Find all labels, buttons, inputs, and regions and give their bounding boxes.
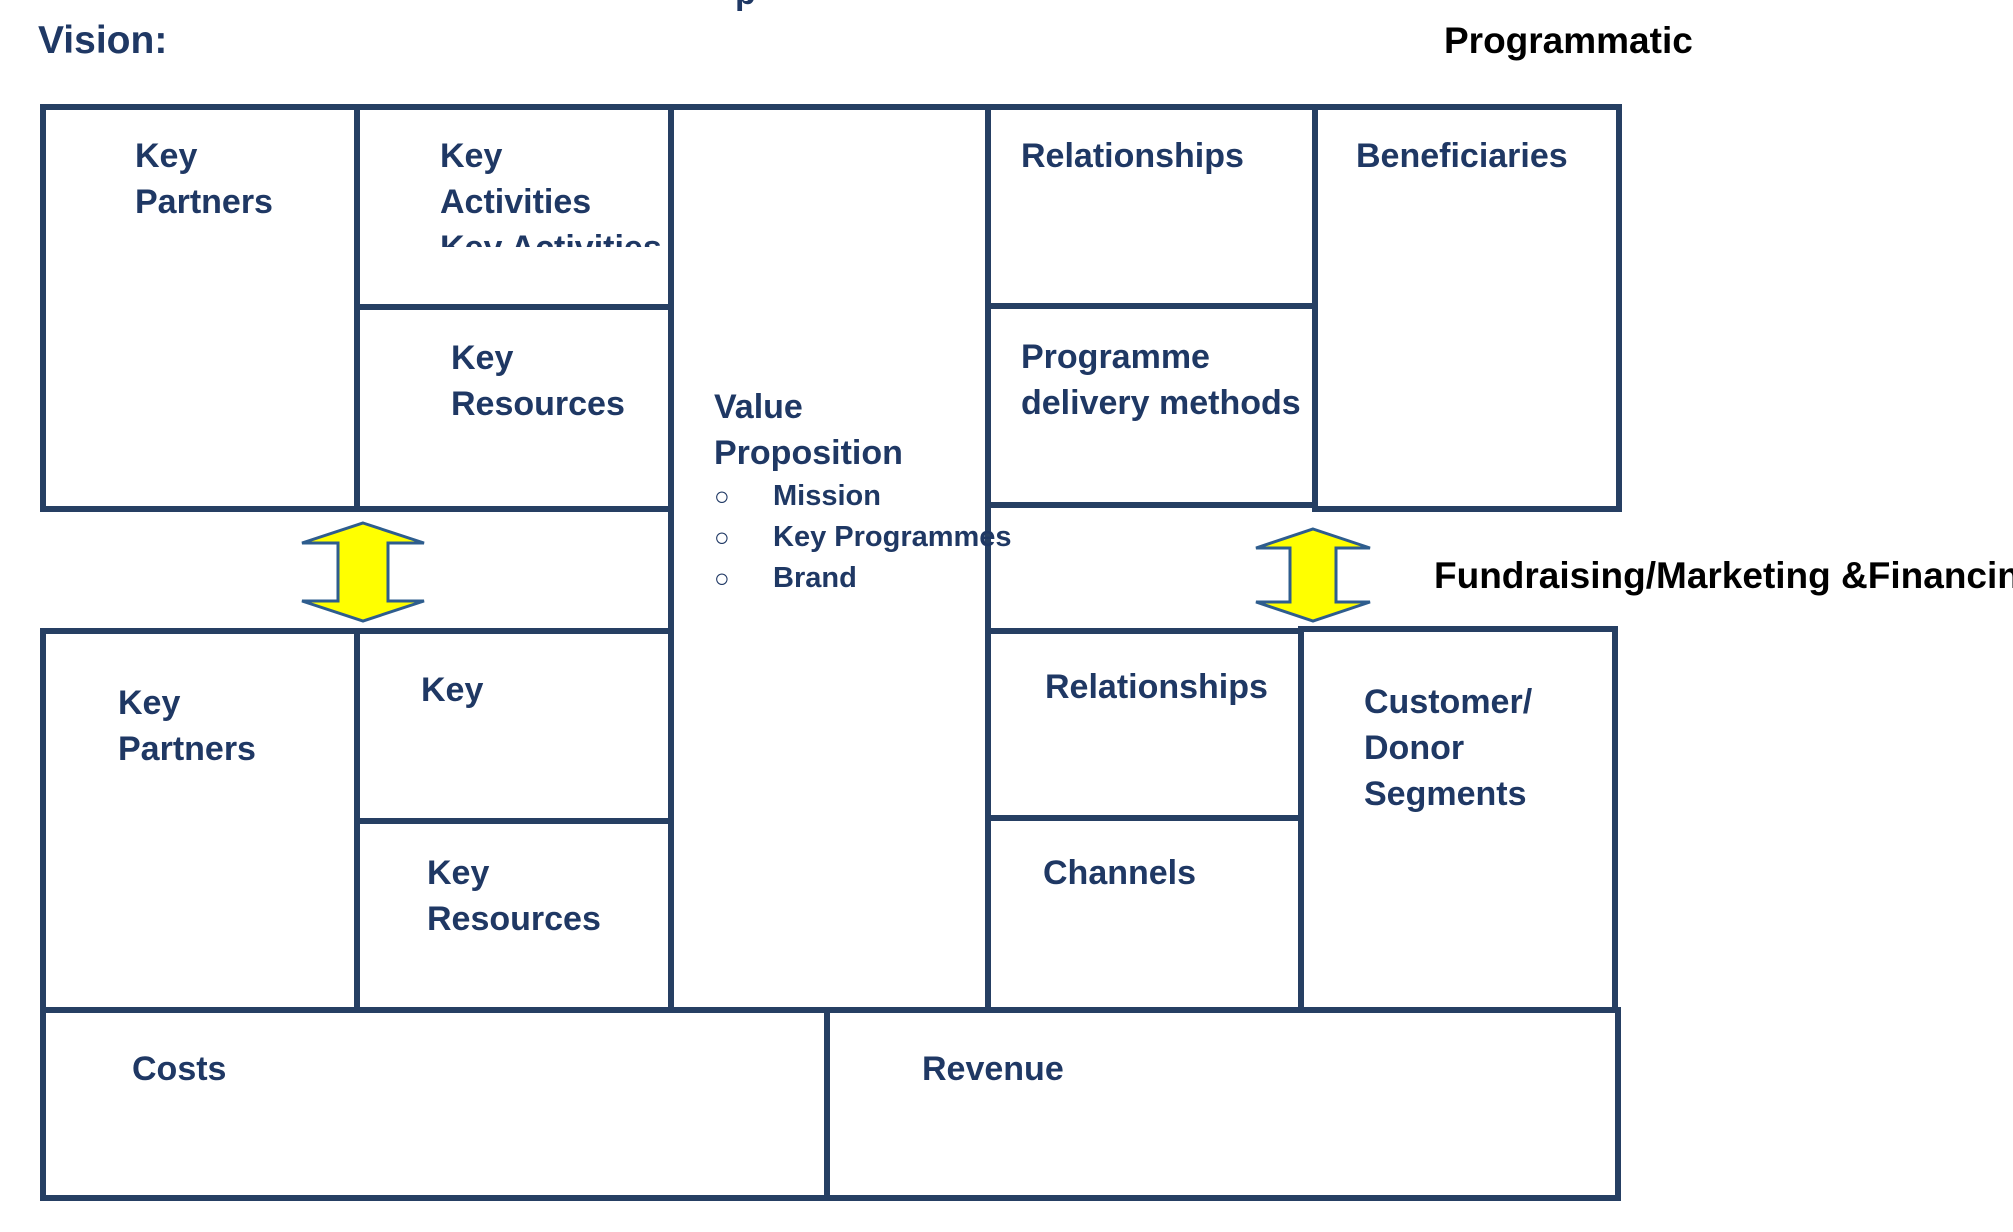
costs-label: Costs: [132, 1050, 227, 1088]
programmatic-label: Programmatic: [1444, 20, 1693, 61]
costs-box: [40, 1007, 830, 1201]
customer-donor-label-line3: Segments: [1364, 775, 1527, 813]
key-resources-label-bottom-line2: Resources: [427, 900, 601, 938]
key-partners-box-top: [40, 104, 360, 512]
programme-delivery-label-line1: Programme: [1021, 338, 1210, 376]
bullet-text: Key Programmes: [773, 521, 1012, 553]
beneficiaries-label: Beneficiaries: [1356, 137, 1568, 175]
key-partners-box-bottom: [40, 628, 360, 1013]
revenue-box: [824, 1007, 1621, 1201]
key-resources-box-top: [354, 304, 674, 512]
double-arrow-right-icon: [1255, 527, 1371, 623]
relationships-box-bottom: [985, 628, 1304, 821]
key-label-bottom: Key: [421, 671, 484, 709]
bullet-text: Brand: [773, 562, 857, 594]
key-partners-label-bottom-line1: Key: [118, 684, 181, 722]
key-partners-label-top-line1: Key: [135, 137, 198, 175]
revenue-label: Revenue: [922, 1050, 1064, 1088]
key-box-bottom: [354, 628, 674, 824]
value-proposition-bullet-key-programmes: ○ Key Programmes: [714, 517, 1012, 558]
key-activities-label-line1: Key: [440, 137, 503, 175]
key-activities-label-line2: Activities: [440, 183, 592, 221]
fundraising-label: Fundraising/Marketing &Financin: [1434, 555, 2013, 596]
beneficiaries-box: [1312, 104, 1622, 512]
bullet-circle-icon: ○: [714, 522, 730, 552]
customer-donor-label-line1: Customer/: [1364, 683, 1533, 721]
key-resources-label-bottom-line1: Key: [427, 854, 490, 892]
relationships-label-top: Relationships: [1021, 137, 1244, 175]
key-activities-overflow-clip: Key Activities: [440, 225, 665, 247]
relationships-label-bottom: Relationships: [1045, 668, 1268, 706]
programme-delivery-label-line2: delivery methods: [1021, 384, 1301, 422]
bullet-circle-icon: ○: [714, 563, 730, 593]
key-resources-label-top-line2: Resources: [451, 385, 625, 423]
key-partners-label-top-line2: Partners: [135, 183, 273, 221]
customer-donor-segments-box: [1298, 626, 1618, 1013]
double-arrow-left-shape: [301, 521, 425, 623]
key-resources-label-top-line1: Key: [451, 339, 514, 377]
value-proposition-title-line1: Value: [714, 388, 803, 426]
value-proposition-bullet-brand: ○ Brand: [714, 558, 1012, 599]
bullet-text: Mission: [773, 480, 881, 512]
key-partners-label-bottom-line2: Partners: [118, 730, 256, 768]
channels-box: [985, 815, 1304, 1013]
customer-donor-label-line2: Donor: [1364, 729, 1465, 767]
double-arrow-right-shape: [1255, 527, 1371, 623]
key-activities-overflow-text: Key Activities: [440, 225, 662, 247]
double-arrow-left-icon: [301, 521, 425, 623]
channels-label: Channels: [1043, 854, 1197, 892]
top-cutoff-text: p: [735, 0, 756, 16]
vision-label: Vision:: [38, 19, 168, 62]
value-proposition-title-line2: Proposition: [714, 434, 903, 472]
bullet-circle-icon: ○: [714, 481, 730, 511]
value-proposition-bullets: ○ Mission ○ Key Programmes ○ Brand: [714, 476, 1012, 599]
key-activities-box-top: [354, 104, 674, 310]
value-proposition-bullet-mission: ○ Mission: [714, 476, 1012, 517]
